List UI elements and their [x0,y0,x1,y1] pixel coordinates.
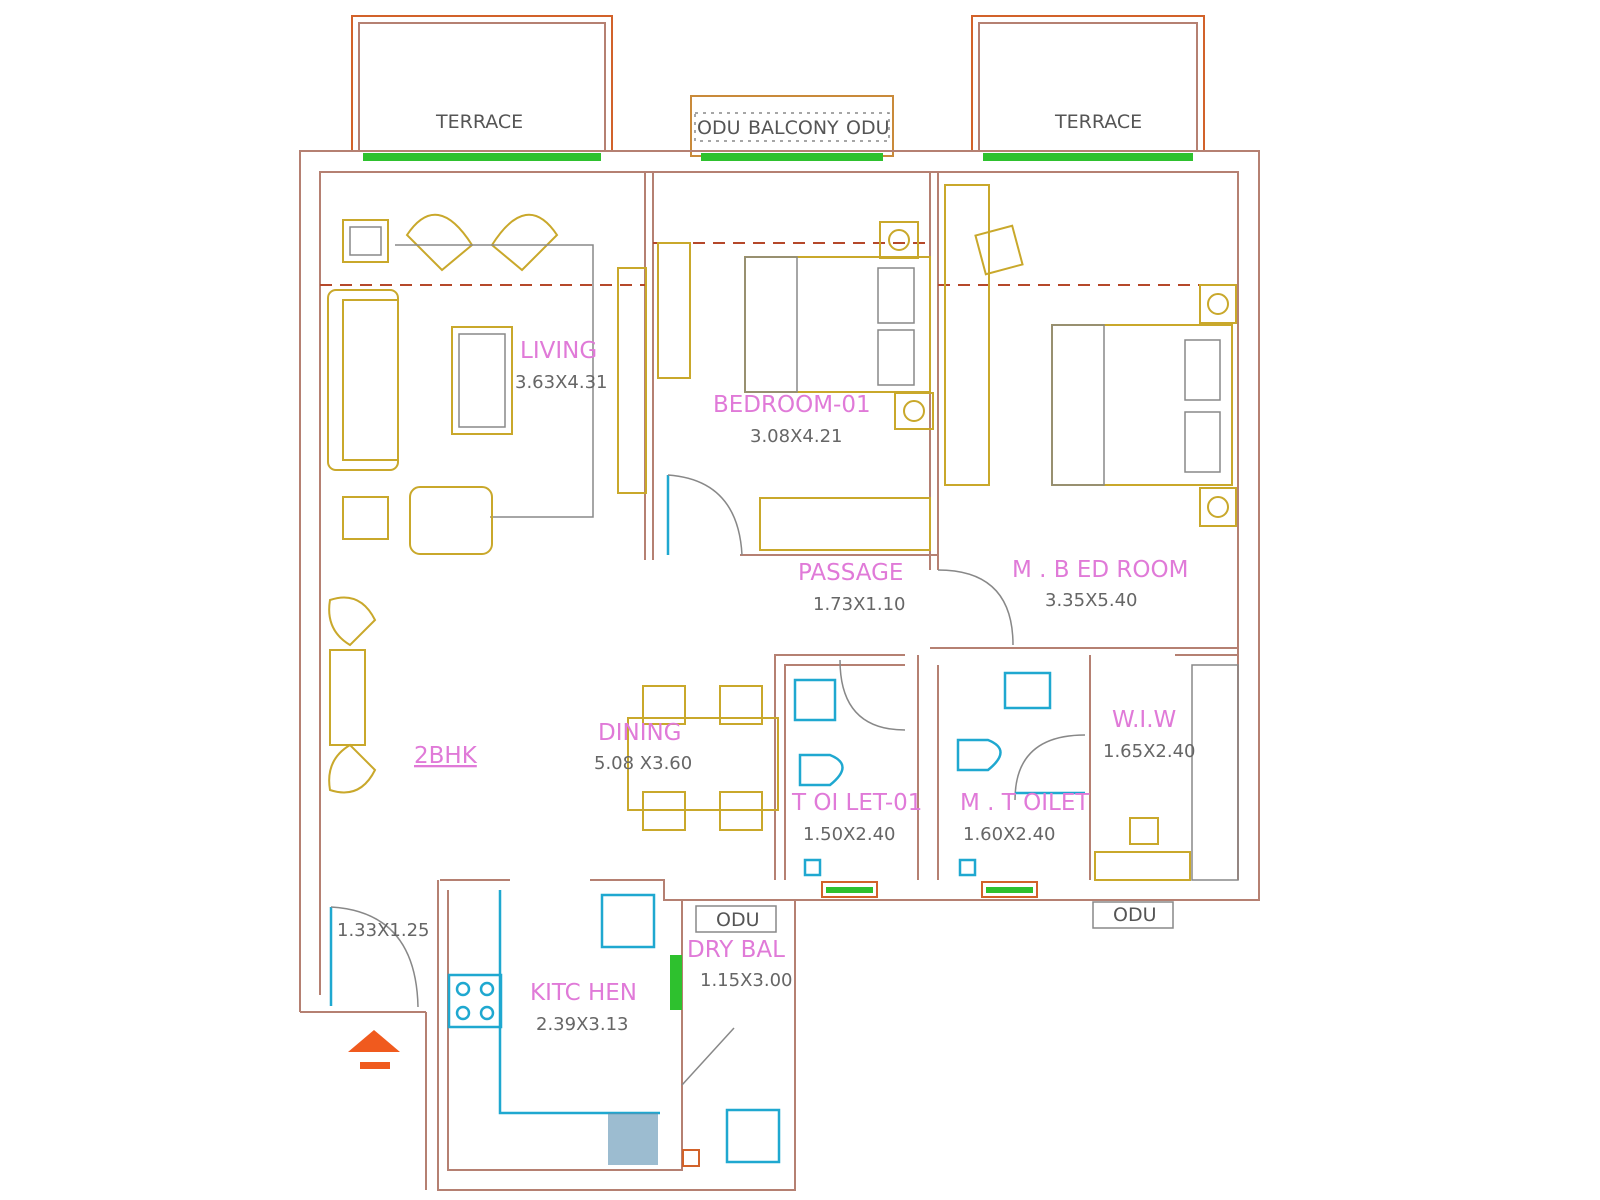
entry-arrow-icon [348,1030,400,1052]
dining-table [627,685,779,831]
balcony: ODU BALCONY ODU [690,95,894,161]
balcony-label: BALCONY [748,117,839,139]
room-name: LIVING [520,338,597,364]
room-size: 1.15X3.00 [700,970,793,991]
bedroom-01-furniture [666,221,934,556]
terrace-right: TERRACE [971,15,1205,161]
room-name: DRY BAL [687,937,785,963]
kitchen-fixtures: ODU ODU [447,890,1174,1167]
room-labels: LIVING 3.63X4.31 BEDROOM-01 3.08X4.21 PA… [337,338,1196,1035]
room-name: PASSAGE [798,560,903,586]
room-size: 1.50X2.40 [803,824,896,845]
room-size: 2.39X3.13 [536,1014,629,1035]
terrace-right-label: TERRACE [1054,111,1142,133]
room-size: 3.08X4.21 [750,426,843,447]
toilet-fixtures [793,659,1086,898]
walls [299,150,1260,1191]
right-odu-label: ODU [1113,904,1157,926]
room-name: DINING [598,720,682,746]
living-furniture [327,213,691,794]
foyer-size: 1.33X1.25 [337,920,430,941]
terrace-left: TERRACE [351,15,613,161]
room-name: KITC HEN [530,980,637,1006]
room-size: 1.60X2.40 [963,824,1056,845]
balcony-odu-right: ODU [846,117,890,139]
room-size: 3.63X4.31 [515,372,608,393]
room-name: T OI LET-01 [791,790,922,816]
room-size: 1.73X1.10 [813,594,906,615]
balcony-odu-left: ODU [697,117,741,139]
main-entry [329,906,419,1069]
room-name: M . B ED ROOM [1012,557,1188,583]
terrace-left-label: TERRACE [435,111,523,133]
master-bedroom-furniture [937,184,1239,881]
dry-odu-label: ODU [716,909,760,931]
unit-type-label: 2BHK [414,743,478,769]
room-name: BEDROOM-01 [713,392,871,418]
room-name: M . T OILET [960,790,1090,816]
room-name: W.I.W [1112,707,1176,733]
room-size: 3.35X5.40 [1045,590,1138,611]
room-size: 5.08 X3.60 [594,753,692,774]
room-size: 1.65X2.40 [1103,741,1196,762]
